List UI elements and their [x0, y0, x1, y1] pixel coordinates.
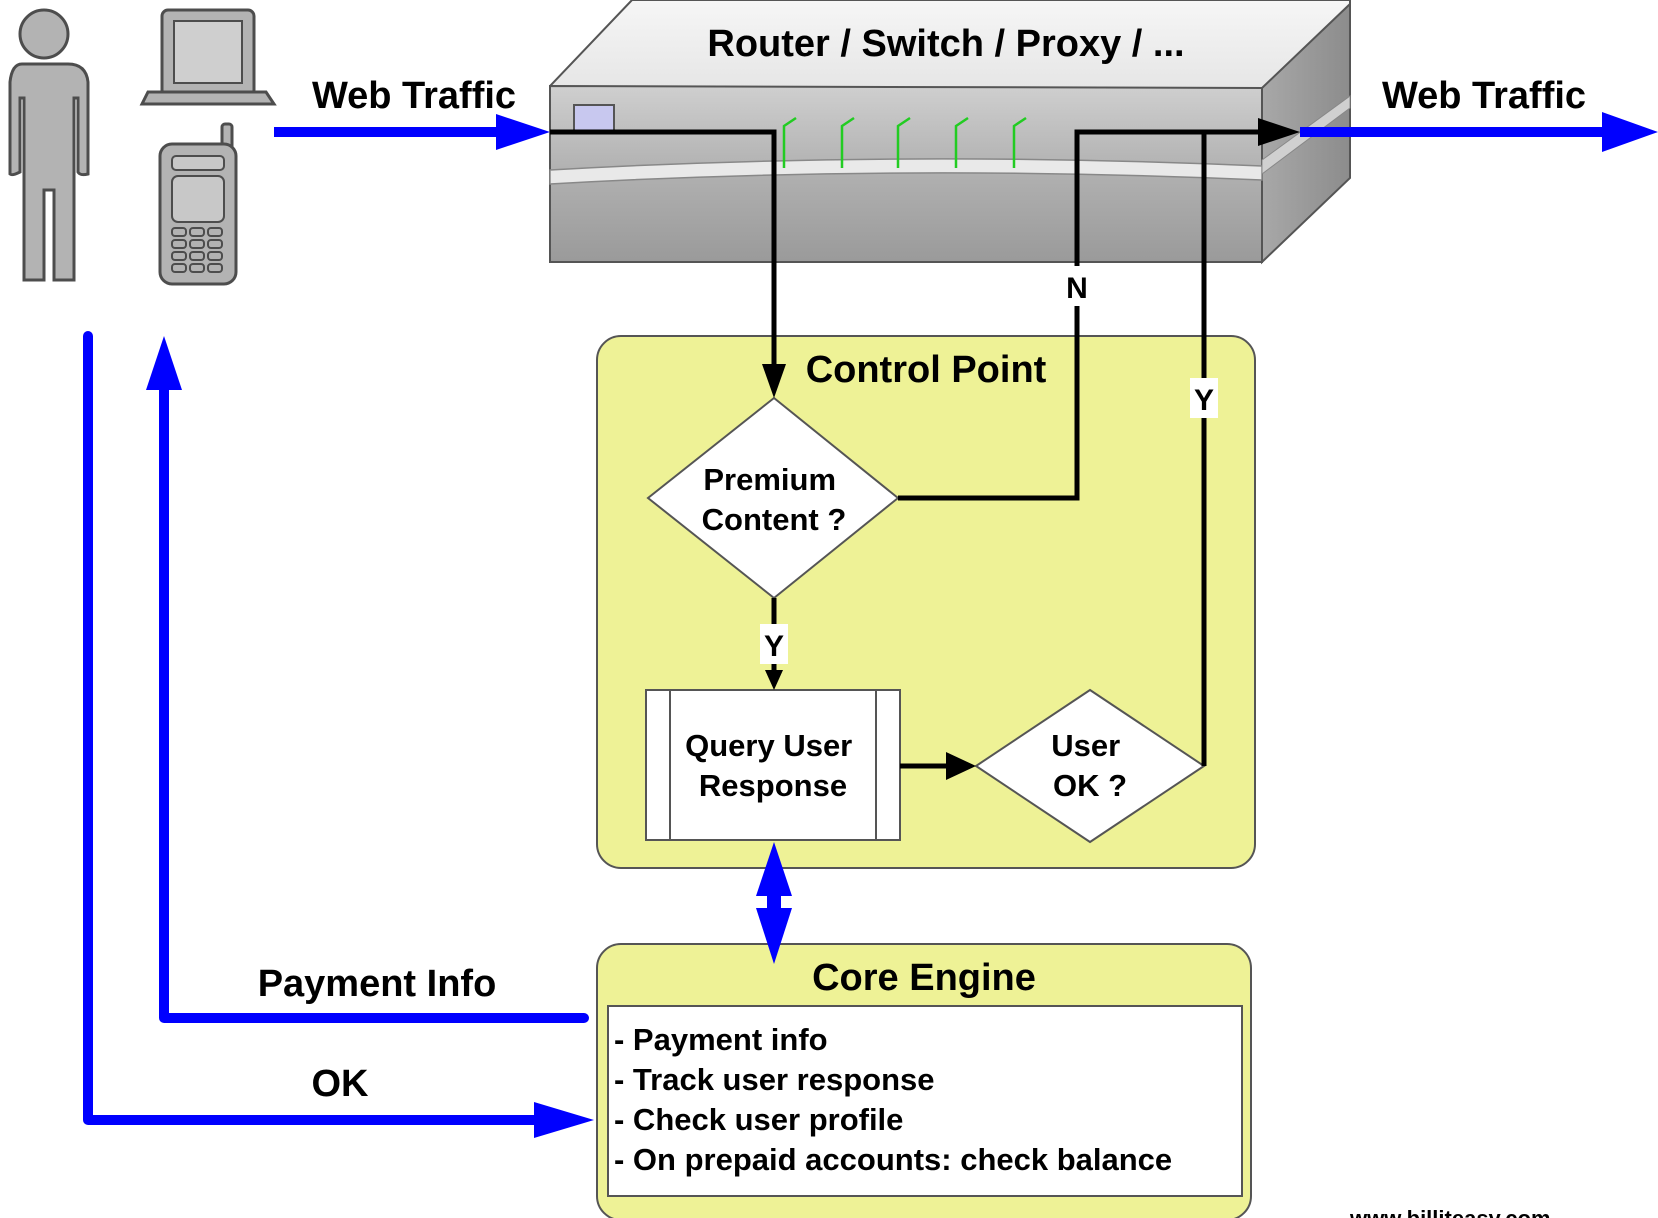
- flow-premium-no-to-out: [898, 129, 1266, 501]
- control-core-link: [756, 842, 792, 964]
- phone-key: [171, 251, 187, 261]
- phone-key: [189, 239, 205, 249]
- phone-key: [189, 263, 205, 273]
- phone-key: [207, 251, 223, 261]
- control-core-link-down-arrowhead: [756, 908, 792, 964]
- web-traffic-in-arrowhead: [496, 114, 550, 150]
- core-engine-list-box: [607, 1005, 1243, 1197]
- label-n: N: [1066, 272, 1088, 305]
- control-point-title: Control Point: [806, 349, 1047, 391]
- label-y-mid: Y: [764, 630, 784, 663]
- phone-key: [171, 227, 187, 237]
- phone-key: [189, 251, 205, 261]
- web-traffic-arrows: [274, 112, 1658, 152]
- phone-key: [171, 239, 187, 249]
- person-icon: [8, 8, 90, 282]
- arrowhead-to-router-exit: [1258, 118, 1300, 146]
- phone-key: [207, 263, 223, 273]
- query-user-response-label: Query User Response: [685, 728, 861, 803]
- label-y-top-bg: [1190, 378, 1218, 418]
- footer-url: www.billiteasy.com: [1349, 1206, 1551, 1218]
- phone-keypad: [171, 227, 223, 273]
- ok-line: [83, 331, 545, 1125]
- query-line-1: Query User: [685, 728, 852, 763]
- payment-info-arrowhead: [146, 336, 182, 390]
- phone-key: [189, 227, 205, 237]
- flow-router-to-premium: [550, 129, 777, 370]
- label-n-bg: [1063, 266, 1091, 306]
- payment-info-line: [159, 377, 589, 1023]
- computer-icon: [139, 8, 277, 106]
- core-engine-item-2: - Check user profile: [614, 1102, 903, 1137]
- web-traffic-out-label: Web Traffic: [1382, 75, 1586, 117]
- label-y-mid-bg: [760, 624, 788, 664]
- user-ok-line-1: User: [1051, 728, 1120, 763]
- control-core-link-up-arrowhead: [756, 842, 792, 896]
- router-title: Router / Switch / Proxy / ...: [707, 23, 1184, 65]
- web-traffic-in-label: Web Traffic: [312, 75, 516, 117]
- user-ok-line-2: OK ?: [1053, 768, 1127, 803]
- web-traffic-out-arrowhead: [1602, 112, 1658, 152]
- user-ok-decision: [974, 688, 1206, 844]
- phone-key: [207, 227, 223, 237]
- flow-arrowheads: [762, 118, 1300, 780]
- arrowhead-into-premium: [762, 364, 786, 398]
- ok-flow: [83, 331, 594, 1138]
- ok-arrowhead: [534, 1102, 594, 1138]
- phone-key: [207, 239, 223, 249]
- core-engine-item-3: - On prepaid accounts: check balance: [614, 1142, 1172, 1177]
- label-y-top: Y: [1194, 384, 1214, 417]
- arrowhead-into-query: [765, 670, 783, 690]
- mobile-phone-icon: [158, 122, 238, 286]
- payment-info-label: Payment Info: [258, 963, 497, 1005]
- ok-label: OK: [312, 1063, 370, 1105]
- core-engine-title: Core Engine: [812, 957, 1036, 999]
- premium-content-line-2: Content ?: [702, 502, 847, 537]
- query-user-response-process: [645, 689, 901, 841]
- payment-info-flow: [146, 336, 589, 1023]
- core-engine-item-0: - Payment info: [614, 1022, 828, 1057]
- core-engine-item-1: - Track user response: [614, 1062, 935, 1097]
- premium-content-line-1: Premium: [703, 462, 836, 497]
- user-ok-label: User OK ?: [1051, 728, 1129, 803]
- premium-content-label: Premium Content ?: [702, 462, 847, 537]
- phone-key: [171, 263, 187, 273]
- arrowhead-into-user-ok: [946, 752, 976, 780]
- query-line-2: Response: [699, 768, 847, 803]
